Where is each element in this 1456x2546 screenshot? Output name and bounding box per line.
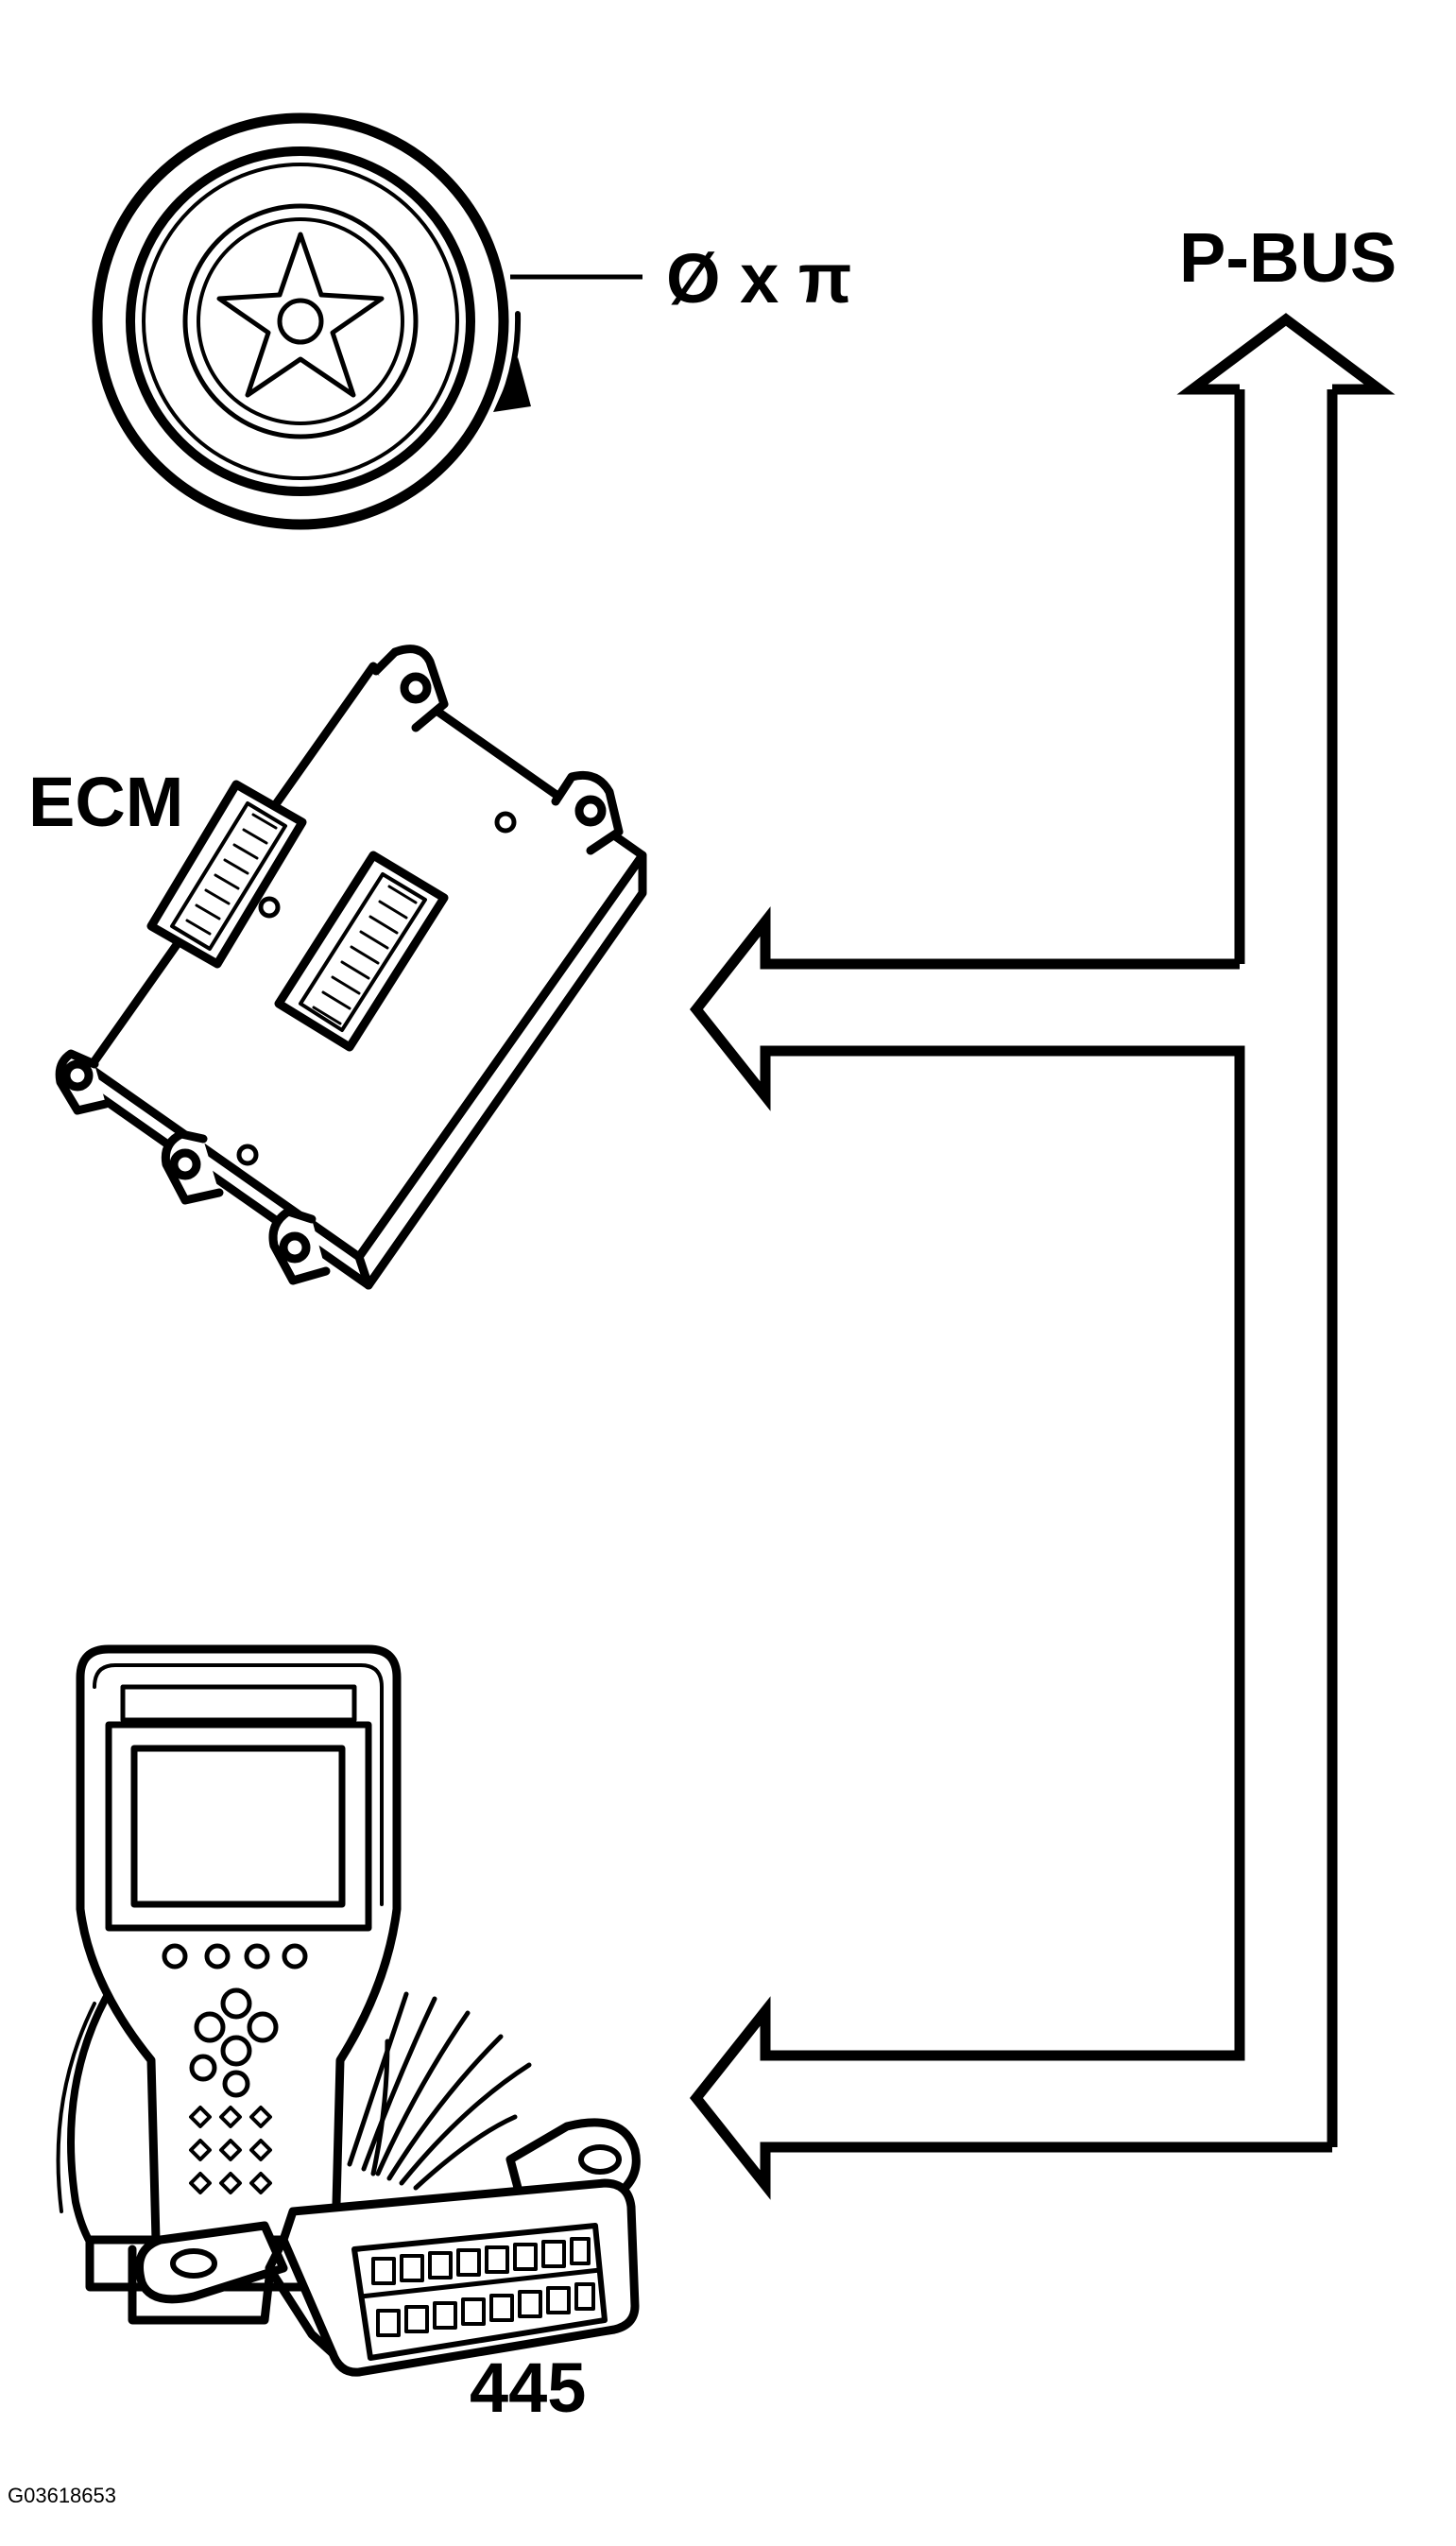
wheel-circumference-formula: Ø x π bbox=[666, 239, 852, 318]
tool-number-label: 445 bbox=[470, 2348, 587, 2427]
wheel-icon bbox=[92, 112, 531, 530]
bus-label: P-BUS bbox=[1179, 218, 1397, 297]
figure-code: G03618653 bbox=[8, 2484, 116, 2507]
ecm-label: ECM bbox=[28, 763, 184, 841]
ecm-module-icon bbox=[55, 645, 647, 1290]
obd-connector-icon bbox=[128, 2118, 641, 2377]
wire-bundle bbox=[347, 1991, 532, 2191]
pbus-arrow bbox=[689, 313, 1396, 2200]
scan-tool-icon bbox=[56, 1644, 411, 2292]
